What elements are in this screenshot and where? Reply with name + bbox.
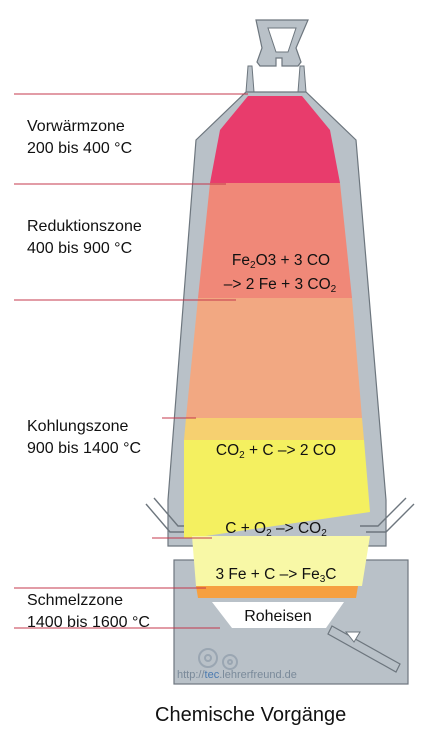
zone-vorwaermzone-fill: [210, 96, 340, 183]
zone-kohlungszone-fill: [184, 440, 370, 538]
diagram-caption: Chemische Vorgänge: [155, 704, 347, 726]
zone-temperature: 1400 bis 1600 °C: [27, 614, 150, 631]
tuyere-right: [360, 497, 415, 533]
zone-name: Vorwärmzone: [27, 118, 125, 135]
zone-pointers: [14, 93, 248, 629]
zone-label-reduktionszone: Reduktionszone 400 bis 900 °C: [27, 216, 142, 260]
reaction-co2-c: CO2 + C –> 2 CO: [215, 442, 337, 461]
zone-name: Kohlungszone: [27, 418, 129, 435]
zone-temperature: 200 bis 400 °C: [27, 140, 133, 157]
zone-kohlungszone-band-fill: [184, 418, 364, 440]
lehrerfreund-logo: [198, 648, 238, 670]
zone-lower-fill: [192, 536, 370, 586]
zone-schmelzzone-band-fill: [196, 586, 358, 598]
reaction-fe2o3-line1: Fe2O3 + 3 CO: [231, 252, 331, 271]
zone-label-vorwaermzone: Vorwärmzone 200 bis 400 °C: [27, 116, 132, 160]
zone-temperature: 400 bis 900 °C: [27, 240, 133, 257]
zone-reduktionszone-lower-fill: [186, 298, 362, 418]
zone-reduktionszone-upper-fill: [198, 183, 352, 298]
roheisen-pool: [212, 602, 344, 628]
charging-hopper: [245, 19, 309, 93]
zone-label-kohlungszone: Kohlungszone 900 bis 1400 °C: [27, 416, 141, 460]
reaction-fe2o3-line2: –> 2 Fe + 3 CO2: [223, 276, 337, 295]
reaction-c-o2: C + O2 –> CO2: [225, 520, 327, 539]
reaction-fe-c: 3 Fe + C –> Fe3C: [215, 566, 337, 585]
zone-name: Schmelzzone: [27, 592, 124, 609]
zone-name: Reduktionszone: [27, 218, 142, 235]
zone-temperature: 900 bis 1400 °C: [27, 440, 142, 457]
roheisen-label: Roheisen: [244, 608, 312, 625]
zone-label-schmelzzone: Schmelzzone 1400 bis 1600 °C: [27, 590, 150, 634]
tap-hole-pipe: [327, 625, 401, 673]
watermark-url: http://tec.lehrerfreund.de: [177, 669, 297, 681]
tap-hole-marker: [344, 631, 361, 643]
